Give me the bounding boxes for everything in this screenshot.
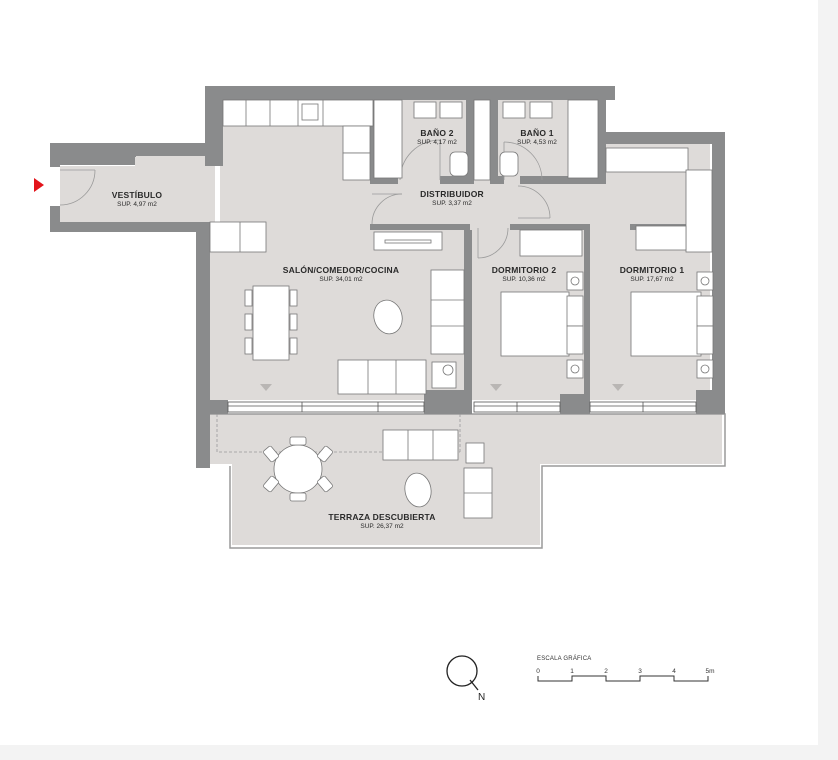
scale-tick: 0 (536, 668, 540, 675)
room-name: TERRAZA DESCUBIERTA (328, 512, 436, 522)
doors (59, 139, 551, 259)
room-area: SUP. 10,36 m2 (502, 275, 546, 283)
scale-tick: 4 (672, 668, 676, 675)
room-name: DISTRIBUIDOR (420, 189, 484, 199)
room-label-bano2: BAÑO 2 SUP. 4,17 m2 (417, 128, 457, 146)
room-area: SUP. 4,97 m2 (117, 200, 157, 208)
room-area: SUP. 26,37 m2 (360, 522, 404, 530)
entrance-arrow-icon (34, 178, 44, 192)
view-markers (260, 384, 624, 391)
scale-tick: 5m (705, 668, 715, 675)
room-name: DORMITORIO 1 (619, 265, 685, 275)
room-name: SALÓN/COMEDOR/COCINA (282, 265, 400, 275)
room-area: SUP. 4,53 m2 (517, 138, 557, 146)
room-label-terraza: TERRAZA DESCUBIERTA SUP. 26,37 m2 (328, 512, 436, 530)
room-name: VESTÍBULO (111, 190, 163, 200)
scale-title: ESCALA GRÁFICA (537, 656, 592, 662)
room-label-dormitorio2: DORMITORIO 2 SUP. 10,36 m2 (491, 265, 557, 283)
room-label-dormitorio1: DORMITORIO 1 SUP. 17,67 m2 (619, 265, 685, 283)
room-label-salon: SALÓN/COMEDOR/COCINA SUP. 34,01 m2 (282, 265, 400, 283)
room-area: SUP. 17,67 m2 (630, 275, 674, 283)
windows (227, 401, 697, 413)
room-area: SUP. 3,37 m2 (432, 199, 472, 207)
room-area: SUP. 4,17 m2 (417, 138, 457, 146)
room-label-bano1: BAÑO 1 SUP. 4,53 m2 (517, 128, 557, 146)
room-label-vestibulo: VESTÍBULO SUP. 4,97 m2 (111, 190, 163, 208)
furniture (209, 99, 714, 519)
floor-plan-sheet: VESTÍBULO SUP. 4,97 m2 BAÑO 2 SUP. 4,17 … (0, 0, 818, 745)
room-name: BAÑO 2 (420, 128, 454, 138)
room-name: DORMITORIO 2 (491, 265, 557, 275)
scale-bar (537, 675, 709, 682)
scale-tick: 3 (638, 668, 642, 675)
room-label-distribuidor: DISTRIBUIDOR SUP. 3,37 m2 (420, 189, 484, 207)
scale-tick: 2 (604, 668, 608, 675)
room-name: BAÑO 1 (520, 128, 554, 138)
room-area: SUP. 34,01 m2 (319, 275, 363, 283)
floor-plan-drawing (34, 86, 726, 691)
scale-tick: 1 (570, 668, 574, 675)
north-label: N (478, 692, 486, 703)
north-arrow-icon (446, 655, 479, 691)
